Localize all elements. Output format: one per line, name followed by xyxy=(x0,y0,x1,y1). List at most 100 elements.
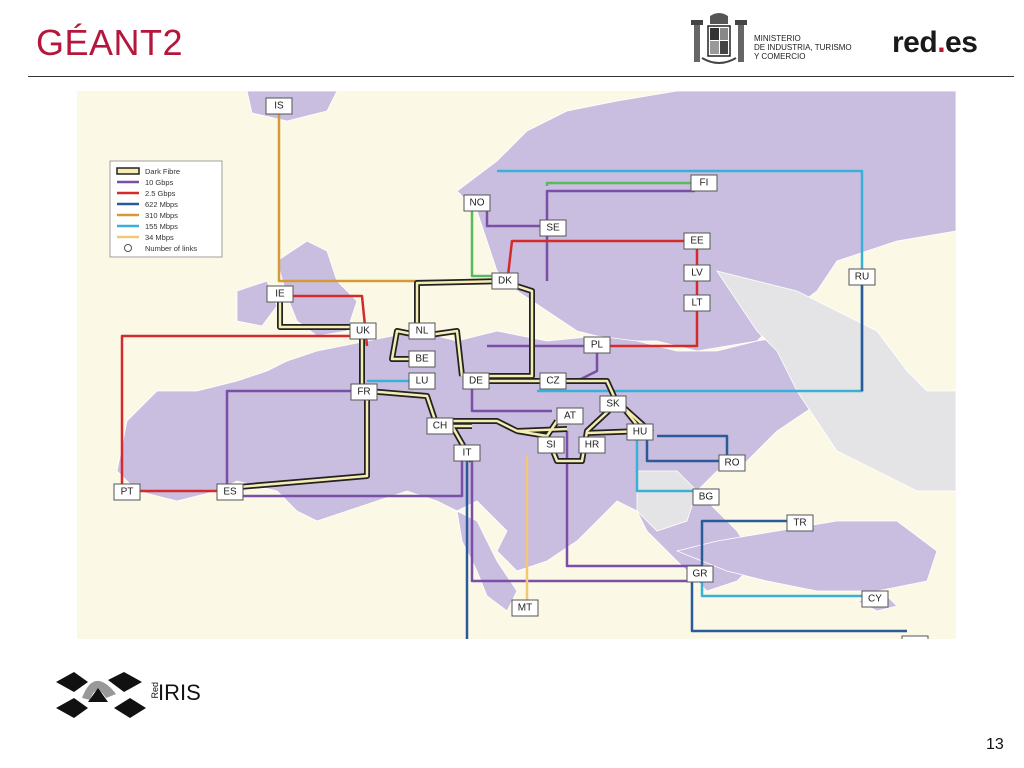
node-box xyxy=(408,350,436,368)
node-box xyxy=(583,336,611,354)
node-cy: CY xyxy=(861,590,889,608)
legend-swatch xyxy=(124,244,132,252)
legend-swatch xyxy=(116,167,140,175)
map-nonmember-land xyxy=(636,270,956,532)
legend-item: Dark Fibre xyxy=(116,167,180,176)
node-label: IL xyxy=(911,639,920,640)
node-box xyxy=(265,97,293,115)
node-se: SE xyxy=(539,219,567,237)
node-box xyxy=(113,483,141,501)
node-hr: HR xyxy=(578,436,606,454)
legend-item: 10 Gbps xyxy=(117,178,174,187)
ministry-line-3: Y COMERCIO xyxy=(754,52,806,61)
node-at: AT xyxy=(556,407,584,425)
slide-title: GÉANT2 xyxy=(36,22,184,63)
red-es-logo: red.es xyxy=(892,26,978,60)
rediris-logo-text: IRIS xyxy=(158,680,201,705)
node-box xyxy=(266,285,294,303)
node-label: CZ xyxy=(546,376,559,387)
node-label: IE xyxy=(275,289,285,300)
legend-label: 622 Mbps xyxy=(145,200,178,209)
node-label: IS xyxy=(274,101,284,112)
node-box xyxy=(690,174,718,192)
node-dk: DK xyxy=(491,272,519,290)
node-label: LV xyxy=(691,268,703,279)
node-label: NL xyxy=(416,326,429,337)
node-box xyxy=(408,322,436,340)
node-is: IS xyxy=(265,97,293,115)
node-label: PL xyxy=(591,340,604,351)
node-it: IT xyxy=(453,444,481,462)
legend-label: Dark Fibre xyxy=(145,167,180,176)
node-box xyxy=(426,417,454,435)
page-number: 13 xyxy=(986,736,1004,753)
legend-label: Number of links xyxy=(145,244,197,253)
node-label: LU xyxy=(416,376,429,387)
node-label: BE xyxy=(415,354,429,365)
node-box xyxy=(556,407,584,425)
node-be: BE xyxy=(408,350,436,368)
node-no: NO xyxy=(463,194,491,212)
node-uk: UK xyxy=(349,322,377,340)
node-lv: LV xyxy=(683,264,711,282)
legend-item: Number of links xyxy=(124,244,197,253)
node-label: SK xyxy=(606,399,620,410)
node-label: SI xyxy=(546,440,555,451)
legend-item: 34 Mbps xyxy=(117,233,174,242)
legend-item: 622 Mbps xyxy=(117,200,178,209)
node-box xyxy=(216,483,244,501)
node-label: LT xyxy=(692,298,703,309)
node-label: ES xyxy=(223,487,237,498)
dark-fibre-links xyxy=(226,278,655,491)
node-cz: CZ xyxy=(539,372,567,390)
node-box xyxy=(539,219,567,237)
node-label: GR xyxy=(693,569,708,580)
legend-item: 155 Mbps xyxy=(117,222,178,231)
node-box xyxy=(683,232,711,250)
node-label: TR xyxy=(793,518,806,529)
node-sk: SK xyxy=(599,395,627,413)
node-ru: RU xyxy=(848,268,876,286)
node-label: CY xyxy=(868,594,882,605)
node-label: NO xyxy=(470,198,485,209)
node-lu: LU xyxy=(408,372,436,390)
node-box xyxy=(599,395,627,413)
node-label: MT xyxy=(518,603,532,614)
node-box xyxy=(462,372,490,390)
node-box xyxy=(861,590,889,608)
ministry-name: MINISTERIO DE INDUSTRIA, TURISMO Y COMER… xyxy=(754,34,852,61)
node-label: DE xyxy=(469,376,483,387)
legend-label: 10 Gbps xyxy=(145,178,174,187)
node-label: UK xyxy=(356,326,370,337)
node-label: DK xyxy=(498,276,512,287)
node-pl: PL xyxy=(583,336,611,354)
node-box xyxy=(901,635,929,639)
node-il: IL xyxy=(901,635,929,640)
node-label: HR xyxy=(585,440,599,451)
node-box xyxy=(786,514,814,532)
node-label: RO xyxy=(725,458,740,469)
ministry-coat-of-arms-icon xyxy=(691,13,747,64)
node-box xyxy=(539,372,567,390)
node-gr: GR xyxy=(686,565,714,583)
ministry-line-1: MINISTERIO xyxy=(754,34,801,43)
node-box xyxy=(349,322,377,340)
node-box xyxy=(692,488,720,506)
legend-box xyxy=(109,160,223,258)
node-label: RU xyxy=(855,272,869,283)
node-pt: PT xyxy=(113,483,141,501)
node-box xyxy=(683,264,711,282)
header-rule xyxy=(28,76,1014,77)
node-box xyxy=(453,444,481,462)
node-label: HU xyxy=(633,427,647,438)
node-label: EE xyxy=(690,236,704,247)
legend-label: 2.5 Gbps xyxy=(145,189,176,198)
red-es-logo-es: es xyxy=(945,26,978,59)
node-box xyxy=(350,383,378,401)
legend-label: 155 Mbps xyxy=(145,222,178,231)
node-tr: TR xyxy=(786,514,814,532)
legend-item: 2.5 Gbps xyxy=(117,189,176,198)
